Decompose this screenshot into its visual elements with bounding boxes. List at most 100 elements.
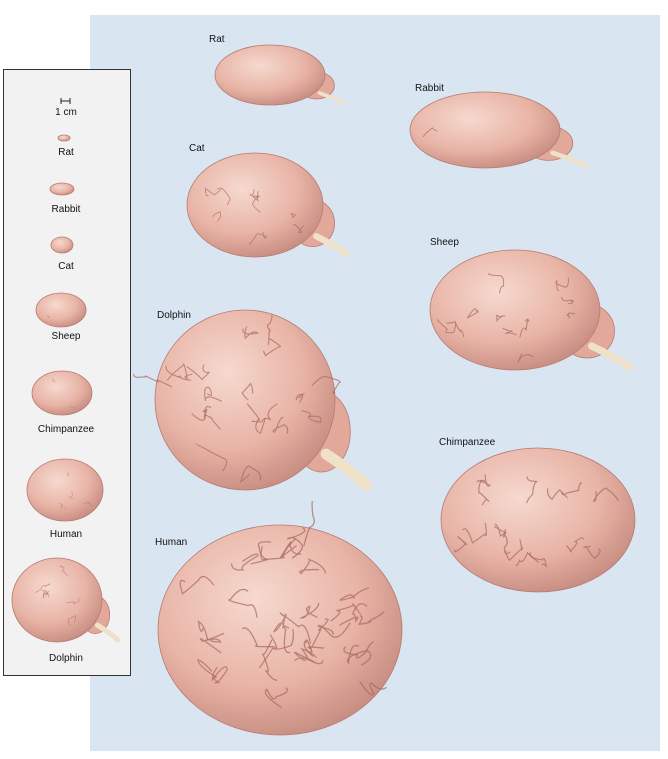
gyrus-fold — [446, 320, 465, 338]
label-cat: Cat — [189, 143, 205, 154]
brain-rabbit — [409, 91, 589, 169]
brainstem — [550, 150, 589, 169]
cerebrum — [11, 557, 103, 643]
gyrus-fold — [68, 491, 74, 499]
gyrus-fold — [293, 224, 305, 234]
cerebrum — [186, 152, 324, 258]
gyrus-fold — [343, 641, 374, 659]
gyrus-fold — [248, 232, 267, 245]
brainstem — [317, 91, 347, 106]
panel-label-cat: Cat — [58, 261, 74, 272]
gyrus-fold — [262, 639, 278, 681]
gyrus-fold — [66, 598, 80, 604]
cerebrum — [157, 524, 403, 736]
gyrus-fold — [44, 589, 50, 598]
gyrus-fold — [52, 378, 56, 384]
gyrus-fold — [566, 537, 584, 553]
cerebrum — [440, 447, 636, 593]
gyrus-fold — [293, 651, 316, 663]
scale-bar — [60, 98, 71, 104]
gyrus-fold — [454, 536, 468, 553]
gyrus-fold — [35, 583, 51, 593]
gyrus-fold — [300, 647, 324, 665]
panel-label-rat: Rat — [58, 147, 74, 158]
gyrus-fold — [264, 687, 289, 709]
gyrus-fold — [529, 552, 547, 568]
panel-label-dolphin: Dolphin — [49, 653, 83, 664]
cerebrum — [409, 91, 561, 169]
gyrus-fold — [561, 482, 582, 496]
thumb-chimpanzee — [31, 370, 93, 416]
gyrus-fold — [357, 610, 385, 626]
gyrus-fold — [493, 523, 508, 537]
gyrus-fold — [303, 500, 315, 547]
label-rat: Rat — [209, 34, 225, 45]
gyrus-fold — [295, 393, 306, 403]
gyrus-fold — [346, 644, 372, 666]
gyrus-fold — [502, 327, 518, 336]
gyrus-fold — [266, 314, 273, 345]
gyrus-fold — [166, 363, 193, 381]
brainstem — [320, 448, 372, 491]
label-sheep: Sheep — [430, 237, 459, 248]
gyrus-fold — [259, 629, 295, 669]
gyrus-fold — [317, 622, 351, 638]
label-human: Human — [155, 537, 188, 548]
gyrus-fold — [230, 553, 259, 571]
gyrus-fold — [279, 541, 302, 559]
gyrus-fold — [203, 405, 221, 430]
thumb-human — [26, 458, 104, 522]
gyrus-fold — [59, 502, 66, 509]
gyrus-fold — [60, 565, 68, 576]
gyrus-fold — [204, 187, 222, 197]
gyrus-fold — [240, 465, 262, 484]
gyrus-fold — [212, 211, 222, 222]
gyrus-fold — [204, 386, 222, 402]
gyrus-fold — [246, 403, 266, 434]
gyrus-fold — [526, 476, 538, 504]
brain-cat — [186, 152, 350, 258]
gyrus-fold — [299, 558, 327, 575]
gyrus-fold — [133, 373, 173, 388]
cerebrum — [214, 44, 326, 106]
gyrus-fold — [242, 326, 259, 340]
gyrus-fold — [303, 638, 314, 657]
gyrus-fold — [263, 337, 282, 357]
gyrus-fold — [279, 612, 312, 644]
cerebrum — [26, 458, 104, 522]
gyrus-fold — [41, 589, 50, 599]
label-chimpanzee: Chimpanzee — [439, 437, 496, 448]
thumb-rabbit — [49, 182, 75, 196]
gyrus-fold — [260, 538, 296, 561]
brainstem — [313, 233, 350, 258]
brain-dolphin — [133, 309, 372, 491]
brain-chimpanzee — [440, 447, 636, 593]
panel-label-sheep: Sheep — [51, 331, 81, 342]
gyrus-fold — [339, 587, 370, 601]
gyrus-fold — [330, 603, 362, 622]
gyrus-fold — [462, 522, 487, 544]
scale-bar-label: 1 cm — [55, 107, 77, 118]
gyrus-fold — [504, 539, 524, 562]
gyrus-fold — [583, 545, 601, 560]
gyrus-fold — [290, 212, 296, 219]
gyrus-fold — [251, 403, 278, 423]
gyrus-fold — [272, 416, 289, 434]
gyrus-fold — [478, 479, 490, 506]
gyrus-fold — [249, 188, 260, 202]
panel-label-chimpanzee: Chimpanzee — [37, 424, 95, 435]
gyrus-fold — [46, 315, 51, 318]
gyrus-fold — [286, 527, 306, 559]
label-rabbit: Rabbit — [415, 83, 444, 94]
cerebrum — [57, 134, 71, 142]
gyrus-fold — [197, 658, 220, 684]
cerebrum — [50, 236, 74, 254]
gyrus-fold — [67, 615, 76, 626]
gyrus-fold — [83, 501, 92, 507]
gyrus-fold — [422, 127, 438, 138]
gyrus-fold — [194, 442, 228, 472]
gyrus-fold — [211, 666, 228, 684]
gyrus-fold — [241, 627, 278, 649]
gyrus-fold — [546, 488, 569, 501]
